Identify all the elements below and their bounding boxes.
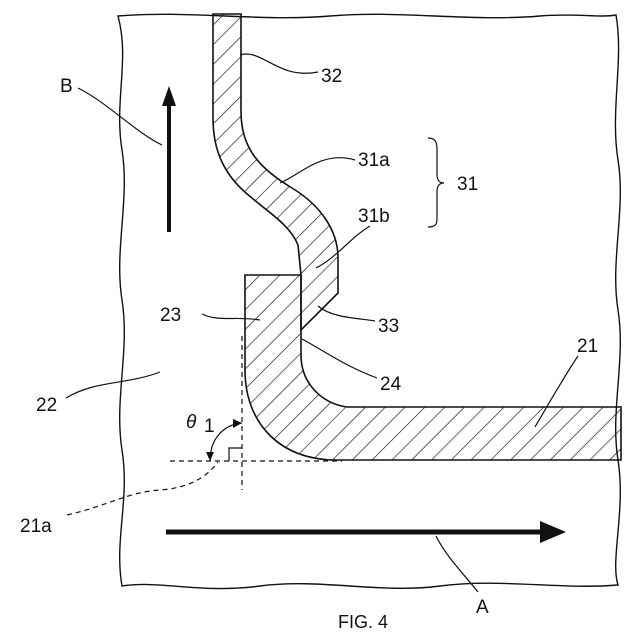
figure-caption: FIG. 4	[338, 612, 388, 632]
label-a: A	[476, 597, 489, 618]
member-21-23	[245, 275, 621, 460]
label-31: 31	[457, 174, 478, 195]
label-33: 33	[378, 316, 399, 337]
right-angle-marker	[229, 448, 242, 461]
label-b: B	[60, 76, 73, 97]
label-32: 32	[321, 66, 342, 87]
break-boundary	[118, 14, 620, 588]
leader-24	[302, 339, 377, 378]
leader-31a	[280, 158, 355, 183]
arrow-b-head	[162, 86, 176, 106]
leader-22	[66, 372, 160, 398]
bracket-31	[428, 138, 444, 227]
label-22: 22	[36, 395, 57, 416]
arrow-a-head	[540, 521, 566, 543]
label-theta-subscript: 1	[204, 416, 215, 437]
angle-arc	[210, 423, 242, 461]
label-31a: 31a	[358, 150, 390, 171]
leader-32	[240, 54, 318, 73]
label-24: 24	[380, 374, 402, 395]
leader-33	[318, 306, 375, 321]
leader-21a	[67, 462, 218, 515]
angle-arrow-top	[233, 419, 242, 428]
label-theta: θ	[186, 412, 197, 433]
label-23: 23	[160, 305, 181, 326]
label-31b: 31b	[358, 206, 390, 227]
label-21: 21	[577, 336, 598, 357]
angle-arrow-bottom	[206, 452, 214, 461]
label-21a: 21a	[20, 516, 52, 537]
